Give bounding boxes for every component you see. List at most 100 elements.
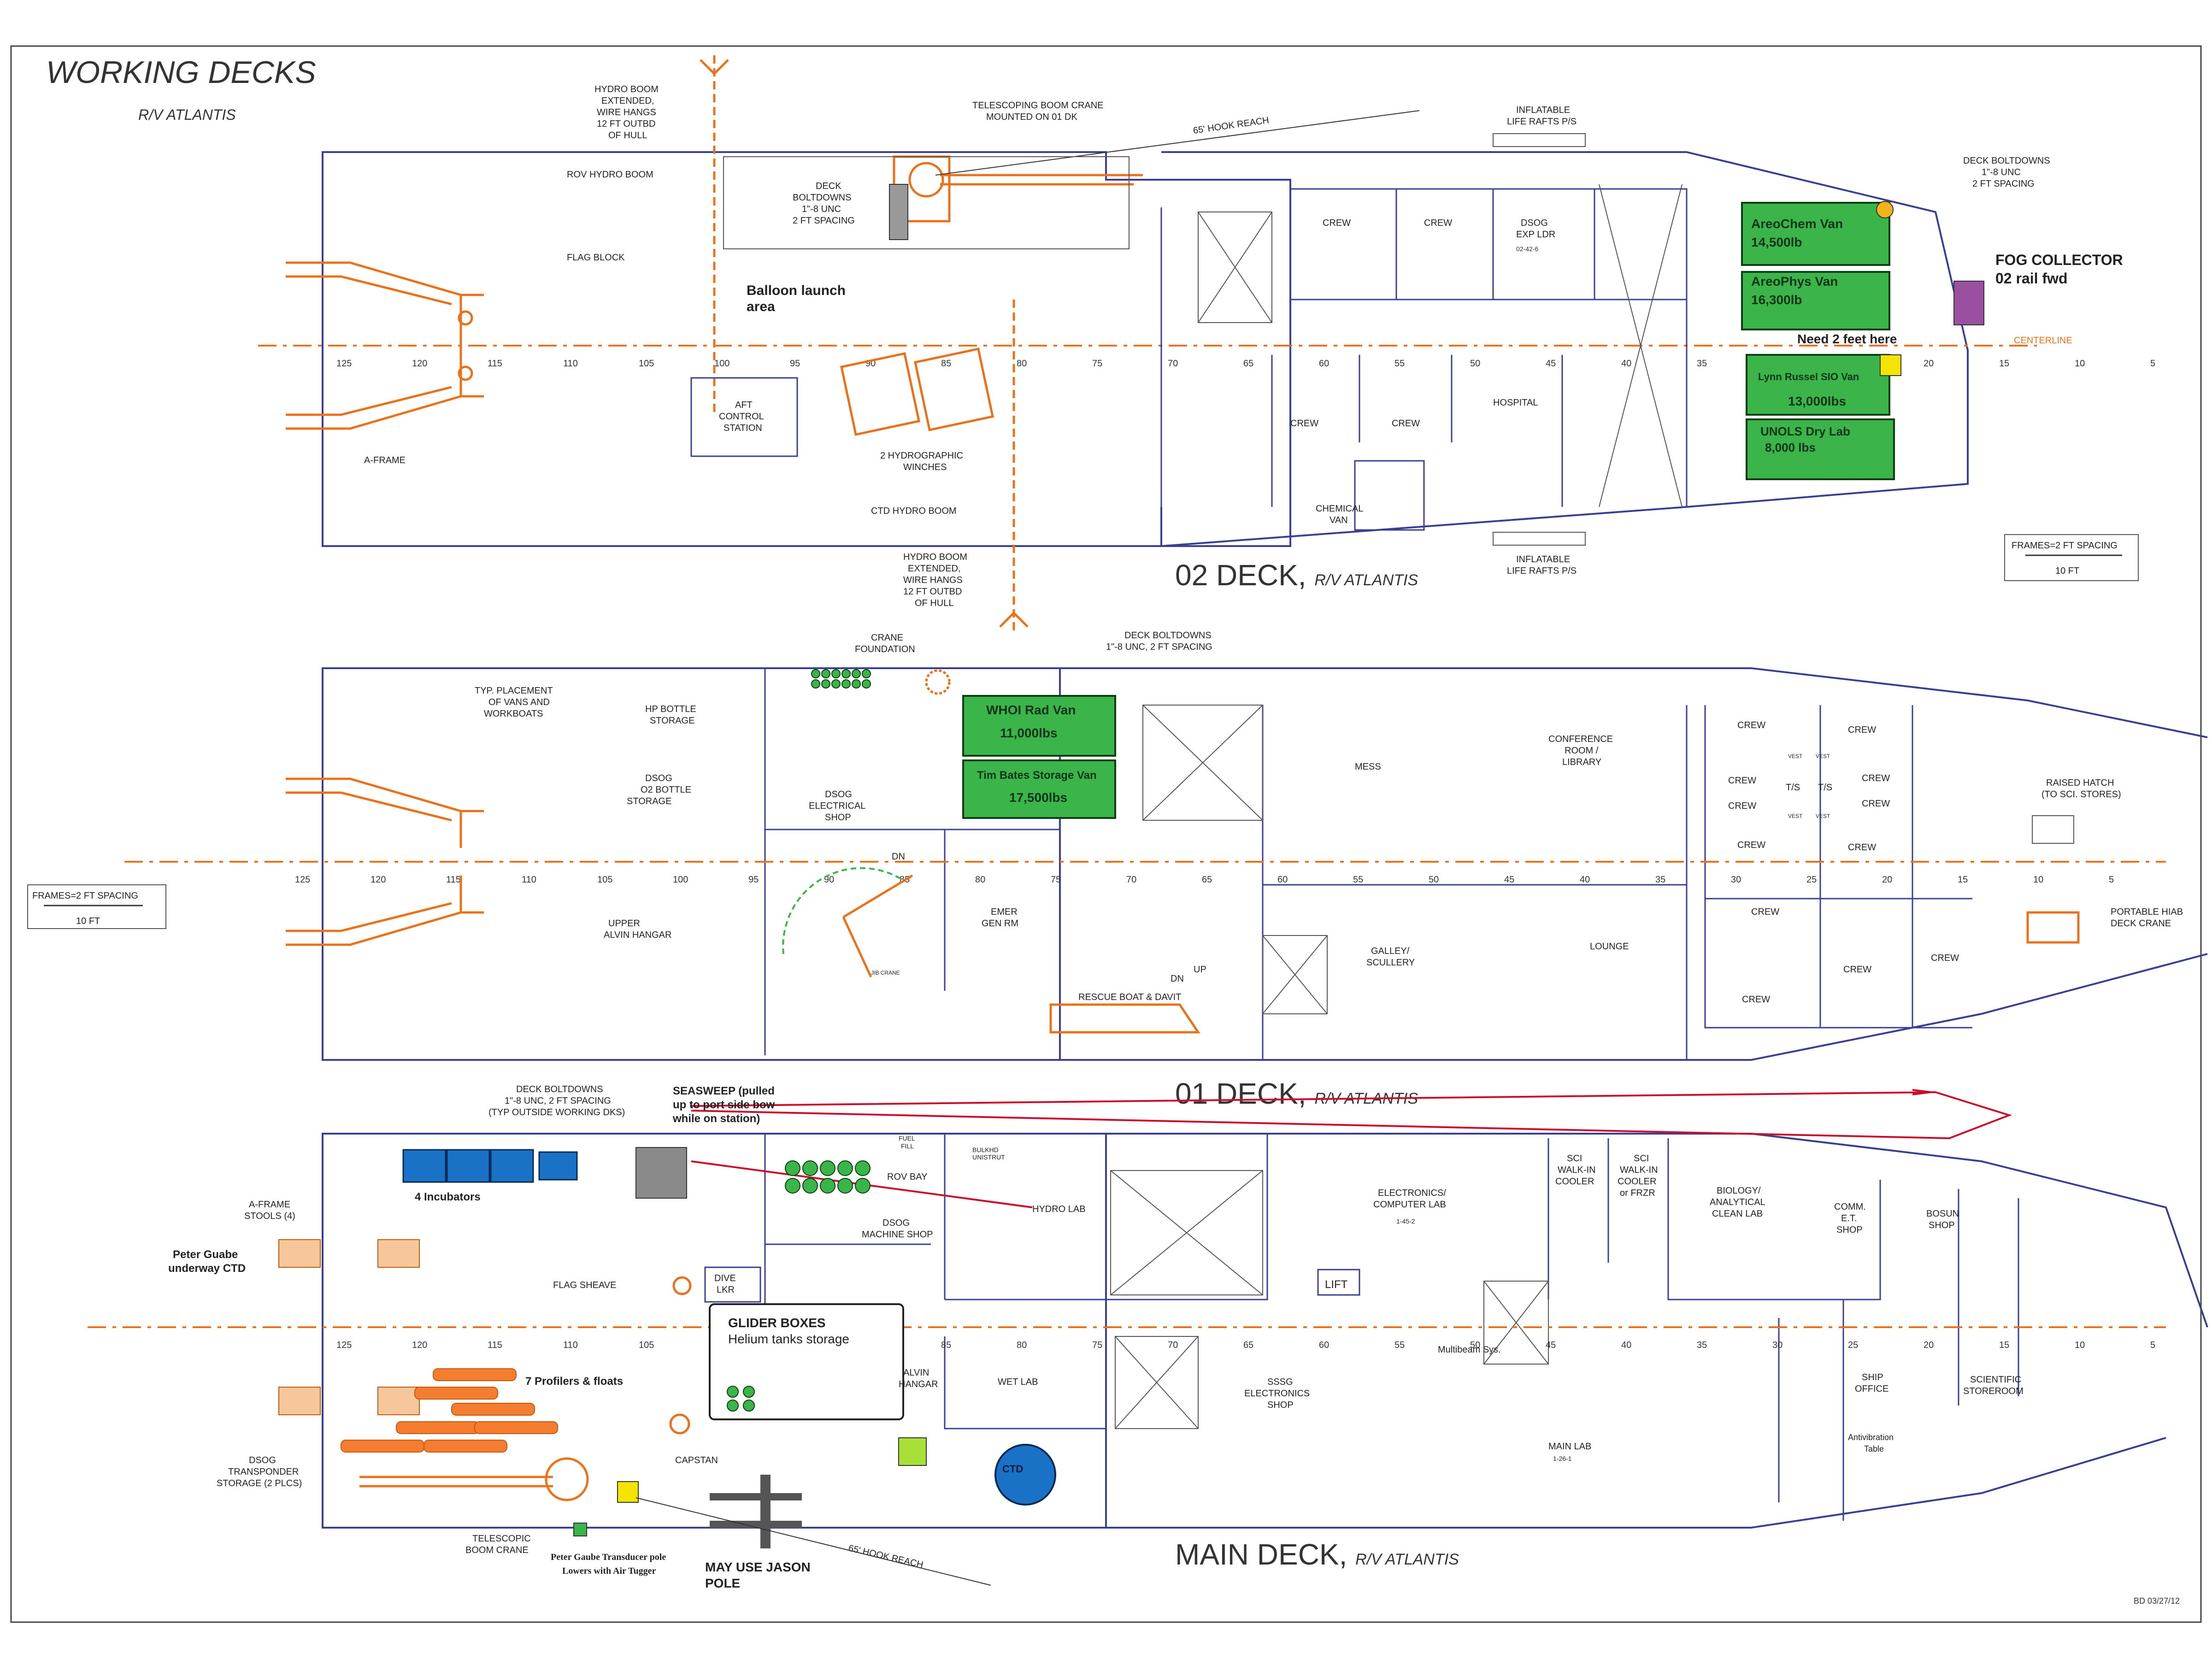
van-whoi-rad: [962, 695, 1116, 757]
frame-label-80: 80: [975, 875, 985, 885]
frame-label-80: 80: [1017, 359, 1027, 369]
svg-text:MACHINE SHOP: MACHINE SHOP: [862, 1230, 933, 1240]
a-frame-01: [286, 777, 484, 946]
svg-text:12 FT OUTBD: 12 FT OUTBD: [597, 119, 655, 129]
hp-bottle: [811, 679, 820, 688]
svg-text:COOLER: COOLER: [1618, 1177, 1656, 1187]
svg-text:8,000 lbs: 8,000 lbs: [1765, 441, 1816, 454]
frame-label-50: 50: [1470, 359, 1480, 369]
hp-bottle: [831, 679, 841, 688]
hp-bottle: [821, 679, 830, 688]
svg-text:COMPUTER LAB: COMPUTER LAB: [1373, 1200, 1446, 1210]
a-frame-stool-1: [278, 1239, 321, 1268]
frame-label-60: 60: [1277, 875, 1288, 885]
svg-text:DSOG: DSOG: [825, 789, 852, 800]
frame-label-15: 15: [1999, 359, 2009, 369]
balloon-area-outline: [723, 156, 1130, 249]
frame-label-105: 105: [639, 359, 654, 369]
svg-text:MAY USE JASON: MAY USE JASON: [705, 1560, 811, 1574]
svg-text:UNISTRUT: UNISTRUT: [972, 1153, 1005, 1161]
svg-text:SHOP: SHOP: [1267, 1400, 1294, 1410]
telescopic-boom-crane-main: [359, 1457, 639, 1536]
frame-label-60: 60: [1319, 359, 1329, 369]
svg-text:1"-8 UNC, 2 FT SPACING: 1"-8 UNC, 2 FT SPACING: [1106, 642, 1212, 652]
frame-label-50: 50: [1470, 1340, 1480, 1350]
svg-text:Lowers with Air Tugger: Lowers with Air Tugger: [562, 1566, 656, 1576]
svg-text:DECK CRANE: DECK CRANE: [2111, 918, 2171, 929]
svg-text:TELESCOPIC: TELESCOPIC: [472, 1534, 531, 1544]
frame-label-55: 55: [1394, 1340, 1405, 1350]
frame-label-40: 40: [1621, 1340, 1631, 1350]
svg-text:LIFE RAFTS P/S: LIFE RAFTS P/S: [1507, 566, 1577, 576]
frame-label-10: 10: [2033, 875, 2043, 885]
svg-text:LIFE RAFTS P/S: LIFE RAFTS P/S: [1507, 117, 1577, 127]
ctd-circle: [994, 1444, 1056, 1506]
aft-control-station: [690, 377, 798, 457]
svg-text:FUEL: FUEL: [899, 1135, 915, 1142]
svg-text:INFLATABLE: INFLATABLE: [1516, 554, 1570, 565]
svg-text:13,000lbs: 13,000lbs: [1788, 394, 1846, 408]
frame-label-75: 75: [1092, 1340, 1102, 1350]
svg-text:up to port side bow: up to port side bow: [673, 1099, 775, 1111]
crew-01-6: CREW: [1862, 799, 1890, 809]
van-tim-bates: [962, 759, 1116, 819]
svg-text:area: area: [747, 299, 775, 314]
dn-label-2: DN: [1171, 974, 1184, 984]
svg-text:COOLER: COOLER: [1555, 1177, 1594, 1187]
frame-label-115: 115: [488, 1340, 502, 1350]
crew-01-12: CREW: [1742, 994, 1770, 1005]
rov-bay-item: [837, 1160, 853, 1176]
svg-text:SCIENTIFIC: SCIENTIFIC: [1970, 1375, 2021, 1385]
svg-text:OFFICE: OFFICE: [1855, 1384, 1888, 1394]
svg-text:17,500lbs: 17,500lbs: [1009, 790, 1067, 805]
frame-label-105: 105: [597, 875, 612, 885]
raised-hatch: [2032, 815, 2074, 844]
hp-bottle: [852, 679, 861, 688]
crew-01-5: CREW: [1728, 801, 1756, 811]
frame-label-15: 15: [1958, 875, 1968, 885]
rov-bay-item: [837, 1178, 853, 1194]
svg-text:PORTABLE HIAB: PORTABLE HIAB: [2111, 907, 2183, 917]
svg-text:UPPER: UPPER: [608, 918, 640, 929]
jib-swing: [782, 867, 904, 954]
svg-text:02-42-6: 02-42-6: [1516, 245, 1538, 253]
van-lynn-russel: [1746, 354, 1890, 416]
svg-text:Helium tanks storage: Helium tanks storage: [728, 1332, 849, 1346]
rov-bay-item: [785, 1160, 800, 1176]
svg-text:WORKBOATS: WORKBOATS: [484, 709, 543, 719]
frame-label-35: 35: [1697, 359, 1707, 369]
frame-label-125: 125: [295, 875, 310, 885]
crew-01-1: CREW: [1737, 720, 1765, 730]
crew-01-2: CREW: [1848, 725, 1876, 735]
svg-text:02 rail fwd: 02 rail fwd: [1995, 270, 2068, 287]
rov-bay-item: [785, 1178, 800, 1194]
svg-text:SHOP: SHOP: [1929, 1220, 1955, 1230]
crew-02-1: CREW: [1323, 218, 1351, 228]
svg-text:SHOP: SHOP: [1836, 1225, 1863, 1235]
multibeam-label: Multibeam Sys.: [1438, 1345, 1501, 1355]
frame-label-10: 10: [2075, 359, 2085, 369]
crew-02-4: CREW: [1392, 418, 1420, 429]
svg-text:or FRZR: or FRZR: [1620, 1188, 1655, 1198]
svg-text:ELECTRICAL: ELECTRICAL: [809, 801, 865, 811]
frame-label-115: 115: [446, 875, 461, 885]
a-frame-label: A-FRAME: [364, 455, 406, 465]
svg-text:DIVE: DIVE: [714, 1273, 736, 1283]
svg-text:WALK-IN: WALK-IN: [1558, 1165, 1596, 1175]
ctd-hydro-boom-label: CTD HYDRO BOOM: [871, 506, 957, 516]
svg-text:CONFERENCE: CONFERENCE: [1548, 734, 1613, 744]
dn-label-1: DN: [892, 852, 905, 862]
